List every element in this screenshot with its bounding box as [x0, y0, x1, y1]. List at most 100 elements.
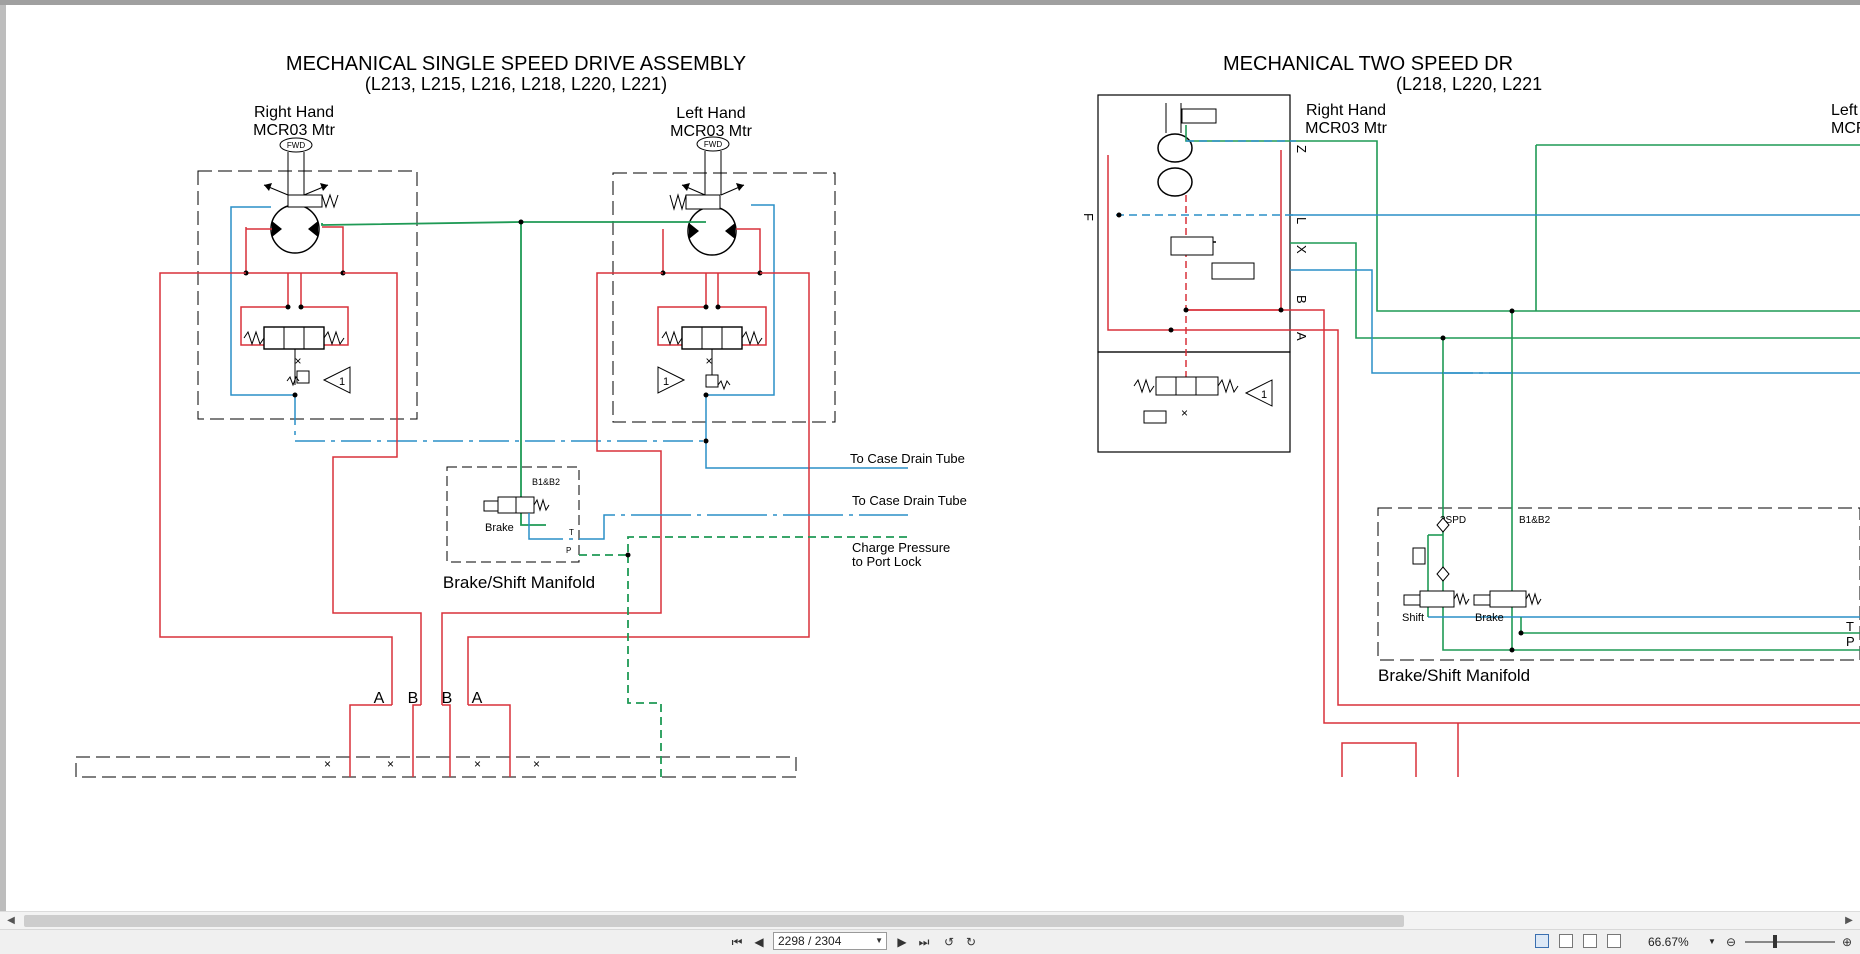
- svg-text:1: 1: [339, 376, 345, 388]
- svg-text:×: ×: [294, 354, 301, 368]
- horizontal-scrollbar[interactable]: ◀ ▶: [0, 911, 1860, 930]
- port-b-1: B: [408, 690, 419, 707]
- two-speed-motor-box: [1097, 94, 1291, 353]
- window-top-edge: [0, 0, 1860, 5]
- svg-text:FWD: FWD: [287, 141, 305, 150]
- lh2-motor-label: MCR: [1831, 120, 1860, 137]
- charge-pressure-label: Charge Pressure: [852, 540, 950, 555]
- two-page-continuous-view-icon[interactable]: [1607, 934, 1621, 948]
- port-b-right: B: [1294, 295, 1309, 304]
- p-port-label: P: [566, 546, 571, 555]
- page-back-icon[interactable]: ↺: [943, 935, 955, 949]
- left-manifold-label: Brake/Shift Manifold: [443, 573, 595, 592]
- port-a-right: A: [1294, 332, 1309, 341]
- svg-text:×: ×: [474, 757, 481, 771]
- p-right-label: P: [1846, 634, 1855, 649]
- 2spd-label: 2SPD: [1440, 515, 1466, 526]
- right-subtitle: (L218, L220, L221: [1396, 74, 1542, 94]
- rh-note-triangle: 1: [322, 366, 351, 394]
- shift-valve-symbol: [1403, 517, 1470, 608]
- shift-label: Shift: [1402, 612, 1424, 624]
- svg-text:FWD: FWD: [704, 140, 722, 149]
- port-lock-label: to Port Lock: [852, 554, 922, 569]
- zoom-level[interactable]: 66.67%: [1648, 935, 1689, 949]
- port-a-2: A: [472, 690, 483, 707]
- case-drain-label-2: To Case Drain Tube: [852, 493, 967, 508]
- b1b2-label: B1&B2: [532, 477, 560, 487]
- port-a-1: A: [374, 690, 385, 707]
- hydraulic-schematic: MECHANICAL SINGLE SPEED DRIVE ASSEMBLY (…: [75, 53, 1860, 778]
- zoom-slider[interactable]: [1745, 941, 1835, 943]
- port-f-label: F: [1081, 213, 1096, 221]
- t-right-label: T: [1846, 619, 1854, 634]
- lh-fwd-marker: FWD: [696, 136, 730, 195]
- zoom-dropdown-icon[interactable]: ▼: [1708, 937, 1716, 946]
- right-manifold-box: [1377, 507, 1860, 661]
- lh-label: Left Hand: [676, 105, 745, 122]
- case-drain-label-1: To Case Drain Tube: [850, 451, 965, 466]
- last-page-icon[interactable]: ⏭: [918, 935, 930, 949]
- first-page-icon[interactable]: ⏮: [731, 935, 743, 949]
- page-number-value: 2298 / 2304: [778, 934, 842, 948]
- svg-text:×: ×: [324, 757, 331, 771]
- port-z-label: Z: [1294, 145, 1309, 153]
- zoom-in-icon[interactable]: ⊕: [1841, 935, 1853, 949]
- chevron-down-icon[interactable]: ▼: [875, 936, 883, 945]
- rh2-label: Right Hand: [1306, 102, 1386, 119]
- brake-valve-right-symbol: [1473, 590, 1542, 608]
- svg-text:1: 1: [1261, 389, 1267, 401]
- svg-text:1: 1: [663, 376, 669, 388]
- lh-motor-label: MCR03 Mtr: [670, 123, 752, 140]
- rh-motor-symbol: [263, 183, 339, 254]
- rh-motor-label: MCR03 Mtr: [253, 122, 335, 139]
- scroll-left-icon[interactable]: ◀: [7, 915, 15, 926]
- lh-note-triangle: 1: [657, 366, 686, 394]
- b1b2-right-label: B1&B2: [1519, 515, 1551, 526]
- scrollbar-thumb[interactable]: [24, 915, 1404, 927]
- next-page-icon[interactable]: ▶: [897, 935, 907, 949]
- t-port-label: T: [569, 528, 574, 537]
- two-page-view-icon[interactable]: [1583, 934, 1597, 948]
- brake-label: Brake: [485, 522, 514, 534]
- rh-shuttle-valve: ×: [243, 326, 345, 387]
- right-title: MECHANICAL TWO SPEED DR: [1223, 53, 1513, 75]
- rh-label: Right Hand: [254, 104, 334, 121]
- port-x-label: X: [1294, 245, 1309, 254]
- continuous-view-icon[interactable]: [1559, 934, 1573, 948]
- lh-motor-symbol: [669, 183, 745, 256]
- prev-page-icon[interactable]: ◀: [754, 935, 764, 949]
- port-b-2: B: [442, 690, 453, 707]
- page-forward-icon[interactable]: ↻: [965, 935, 977, 949]
- lh-shuttle-valve: ×: [661, 326, 763, 391]
- two-speed-pilot-valve: [1211, 262, 1255, 280]
- two-speed-selector-valve: [1170, 236, 1214, 256]
- zoom-out-icon[interactable]: ⊖: [1725, 935, 1737, 949]
- svg-text:×: ×: [705, 354, 712, 368]
- rh2-motor-label: MCR03 Mtr: [1305, 120, 1387, 137]
- lh2-label: Left: [1831, 102, 1858, 119]
- svg-text:×: ×: [533, 757, 540, 771]
- svg-text:×: ×: [1181, 406, 1188, 420]
- viewer-status-bar: ⏮ ◀ 2298 / 2304 ▼ ▶ ⏭ ↺ ↻ 66.67% ▼ ⊖ ⊕: [0, 929, 1860, 954]
- rh-fwd-marker: FWD: [279, 137, 313, 195]
- brake-right-label: Brake: [1475, 612, 1504, 624]
- document-viewport[interactable]: MECHANICAL SINGLE SPEED DRIVE ASSEMBLY (…: [0, 5, 1860, 911]
- two-speed-note-triangle: 1: [1244, 379, 1273, 407]
- two-speed-valve-box: [1097, 351, 1291, 453]
- left-title: MECHANICAL SINGLE SPEED DRIVE ASSEMBLY: [286, 53, 746, 75]
- lh-motor-box: [612, 172, 836, 423]
- two-speed-shuttle-valve: ×: [1133, 376, 1239, 424]
- page-number-field[interactable]: 2298 / 2304 ▼: [773, 932, 887, 950]
- two-speed-motor-symbol: [1157, 103, 1217, 197]
- right-manifold-label: Brake/Shift Manifold: [1378, 666, 1530, 685]
- zoom-slider-thumb[interactable]: [1773, 935, 1777, 948]
- single-page-view-icon[interactable]: [1535, 934, 1549, 948]
- port-l-label: L: [1294, 217, 1309, 224]
- brake-valve-symbol: [483, 496, 550, 514]
- left-subtitle: (L213, L215, L216, L218, L220, L221): [365, 74, 667, 94]
- brake-manifold-box: [446, 466, 580, 563]
- rh-motor-box: [197, 170, 418, 420]
- scroll-right-icon[interactable]: ▶: [1845, 915, 1853, 926]
- lower-box: [75, 756, 797, 778]
- svg-text:×: ×: [387, 757, 394, 771]
